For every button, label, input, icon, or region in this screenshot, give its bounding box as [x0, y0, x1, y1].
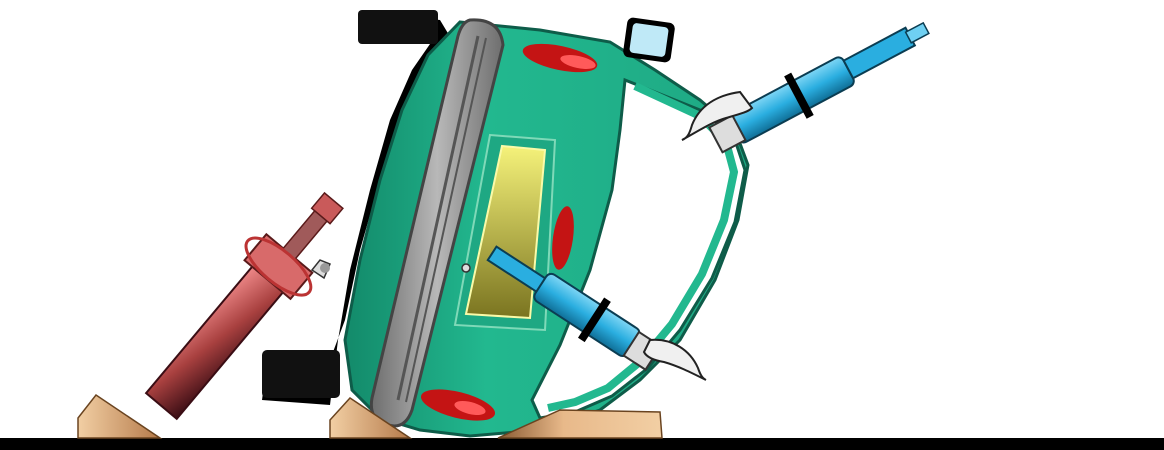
stabilization-strut-blue-top — [705, 7, 938, 161]
strut-claw-center — [644, 340, 706, 380]
strut-tip-center — [462, 264, 470, 272]
wheel-chock-left — [78, 395, 160, 438]
side-mirror — [622, 17, 675, 63]
strut-claw-red — [312, 260, 330, 278]
ground-line — [0, 438, 1164, 450]
